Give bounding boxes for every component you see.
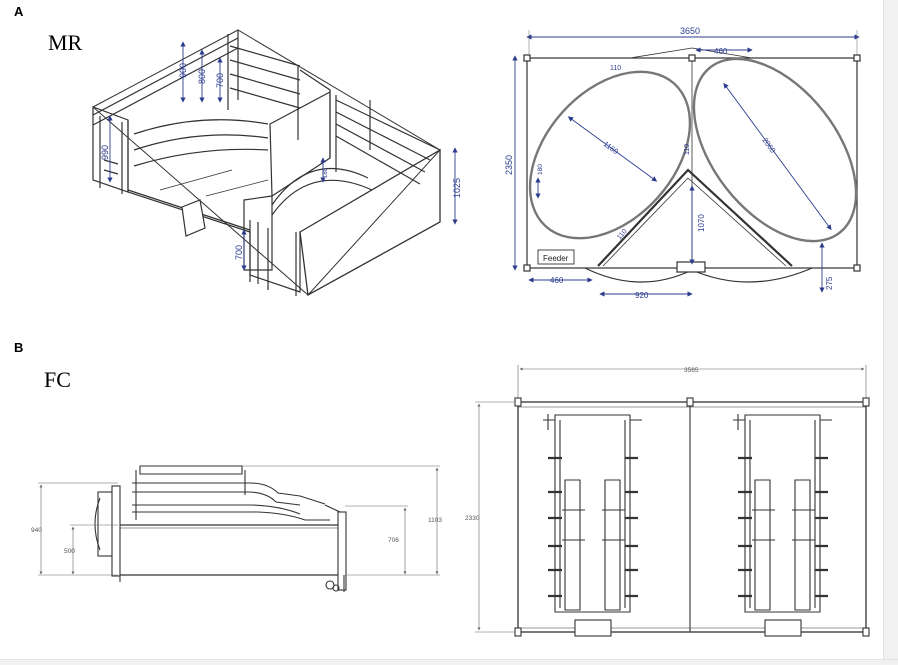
mr-plan-drawing xyxy=(523,47,861,283)
plan-dim-2350: 2350 xyxy=(504,155,514,175)
plan-dim-920: 920 xyxy=(635,291,649,300)
plan-dim-110-bottom: 110 xyxy=(616,228,629,241)
plan-dim-460-top: 460 xyxy=(714,47,728,56)
panel-a-title: MR xyxy=(48,30,83,55)
side-dim-500: 500 xyxy=(64,548,75,555)
mr-isometric-drawing xyxy=(92,29,441,297)
panel-a-letter: A xyxy=(14,4,24,19)
fc-plan-dim-2330: 2330 xyxy=(465,515,480,522)
panel-b-title: FC xyxy=(44,367,71,392)
fc-plan-drawing xyxy=(514,397,870,637)
mr-isometric-dimensions xyxy=(107,41,458,271)
horizontal-scrollbar[interactable] xyxy=(0,659,898,665)
vertical-scrollbar[interactable] xyxy=(883,0,898,665)
fc-plan-dimensions xyxy=(475,365,867,633)
dim-180-iso: 180 xyxy=(323,167,329,178)
plan-dim-110-mid: 110 xyxy=(684,144,691,155)
mr-plan-dimensions xyxy=(512,30,860,297)
plan-dim-275: 275 xyxy=(825,276,834,290)
plan-dim-1070: 1070 xyxy=(697,214,706,232)
side-dim-1103: 1103 xyxy=(428,517,442,524)
plan-dim-1160: 1160 xyxy=(602,139,620,156)
dim-990: 990 xyxy=(100,145,110,160)
fc-plan-dim-3565: 3565 xyxy=(684,367,699,374)
dim-900: 900 xyxy=(178,63,188,78)
panel-b-letter: B xyxy=(14,340,24,355)
plan-dim-110-top: 110 xyxy=(610,65,621,72)
fc-side-dimensions xyxy=(38,465,440,576)
side-dim-940: 940 xyxy=(31,527,42,534)
dim-700-top: 700 xyxy=(215,73,225,88)
dim-1025: 1025 xyxy=(452,178,462,198)
feeder-label: Feeder xyxy=(543,254,569,263)
fc-side-elevation xyxy=(94,465,347,592)
plan-dim-3650: 3650 xyxy=(680,26,700,36)
dim-700-gate: 700 xyxy=(234,245,244,260)
dim-800: 800 xyxy=(197,69,207,84)
plan-dim-460-bottom: 460 xyxy=(550,276,564,285)
plan-dim-180-left: 180 xyxy=(537,164,544,175)
side-dim-706: 706 xyxy=(388,537,399,544)
plan-dim-2060: 2060 xyxy=(760,136,777,155)
